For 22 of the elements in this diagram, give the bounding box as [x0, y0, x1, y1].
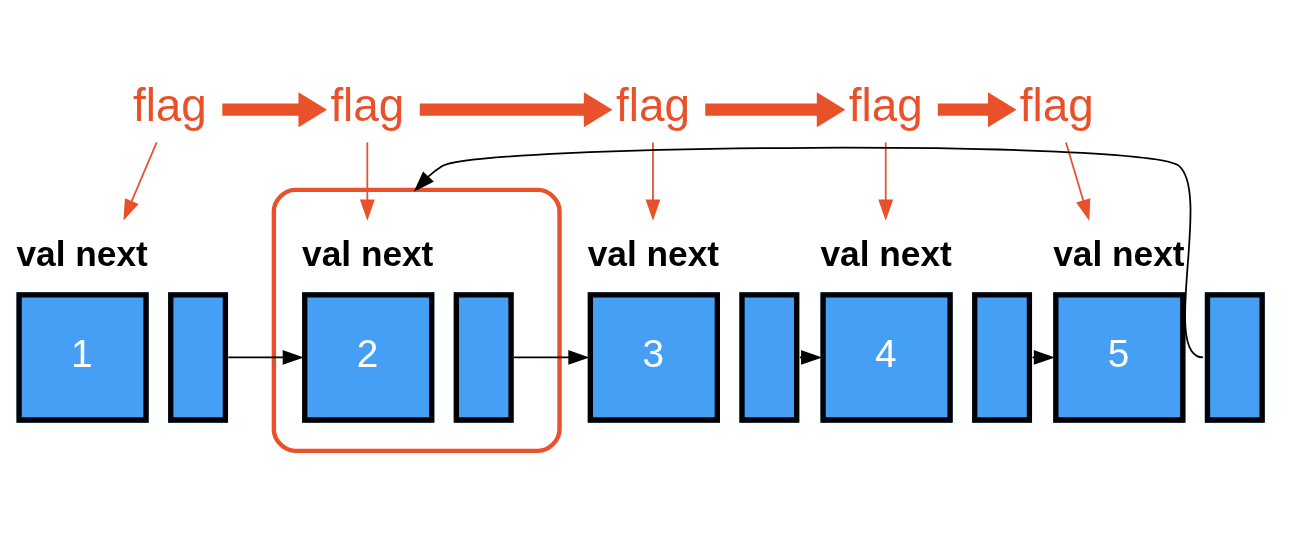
node-text: flag: [132, 79, 207, 131]
node-text: flag: [330, 79, 405, 131]
arrow: [123, 141, 158, 221]
arrow: [419, 92, 613, 128]
arrow: [878, 141, 894, 221]
node-label: val next: [16, 233, 148, 273]
arrow: [937, 92, 1017, 128]
arrow: [227, 349, 304, 365]
arrow: [705, 92, 846, 128]
node-text: flag: [616, 79, 690, 131]
arrow: [1065, 141, 1091, 221]
node-text: flag: [848, 79, 923, 131]
node-label: val next: [302, 233, 434, 273]
node-label: val next: [587, 233, 720, 273]
arrow: [222, 92, 328, 128]
arrow: [513, 349, 590, 365]
cluster: [271, 187, 562, 454]
arrow: [359, 141, 375, 221]
node-label: val next: [820, 233, 952, 273]
node-text: flag: [1019, 79, 1094, 131]
arrow: [645, 141, 661, 221]
node-label: val next: [1053, 233, 1185, 273]
